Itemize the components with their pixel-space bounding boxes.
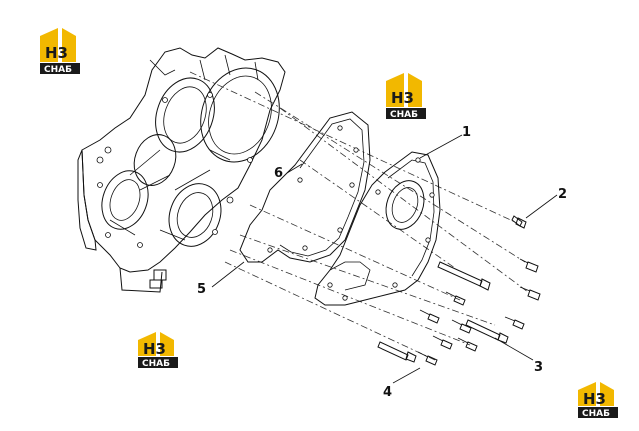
front-cover-plate <box>314 151 441 306</box>
bolt <box>451 319 472 334</box>
bolt-item-4 <box>377 341 417 363</box>
bolt-item-2 <box>511 215 527 229</box>
leader-lines <box>211 134 558 384</box>
bolt <box>504 316 525 330</box>
logo-watermark-bottom-right: H3 CHAБ <box>578 382 618 419</box>
bolt <box>519 286 541 301</box>
logo-watermark-bottom-left: H3 CHAБ <box>138 332 178 369</box>
logo-mark: H3 <box>583 390 606 408</box>
bolt <box>432 335 453 350</box>
logo-word: CHAБ <box>142 359 170 369</box>
long-bolt <box>437 261 491 291</box>
bolt <box>519 258 539 273</box>
logo-mark: H3 <box>143 340 166 358</box>
gear-housing <box>77 47 286 293</box>
logo-watermark-top-left: H3 CHAБ <box>40 28 80 75</box>
callout-2: 2 <box>558 187 567 202</box>
bolt <box>445 291 466 306</box>
alignment-lines <box>189 71 529 361</box>
logo-word: CHAБ <box>582 409 610 419</box>
callout-4: 4 <box>383 385 392 400</box>
logo-mark: H3 <box>391 89 414 107</box>
callout-6: 6 <box>274 166 283 181</box>
long-bolt <box>465 319 509 344</box>
callout-1: 1 <box>462 125 471 140</box>
bolt <box>457 337 478 352</box>
gasket <box>239 111 371 263</box>
bolt <box>419 309 440 324</box>
logo-word: CHAБ <box>390 110 418 120</box>
callout-3: 3 <box>534 360 543 375</box>
bolt <box>417 351 438 366</box>
logo-watermark-top-center: H3 CHAБ <box>386 73 426 120</box>
logo-word: CHAБ <box>44 65 72 75</box>
bolts <box>377 215 541 366</box>
callout-5: 5 <box>197 282 206 297</box>
logo-mark: H3 <box>45 44 68 62</box>
